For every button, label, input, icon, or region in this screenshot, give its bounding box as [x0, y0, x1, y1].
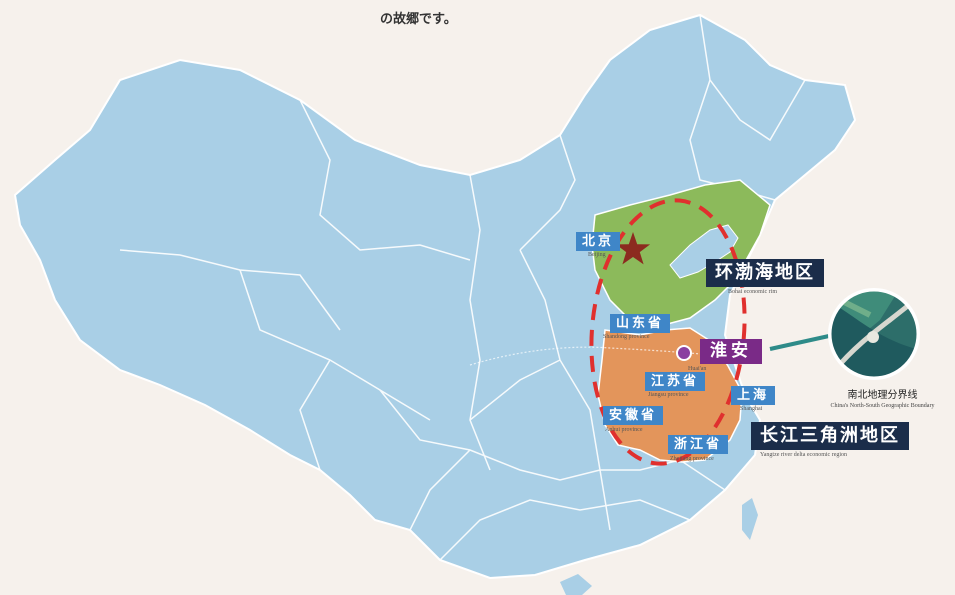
china-landmass	[13, 13, 857, 580]
shandong-sublabel: Shandong province	[603, 334, 650, 340]
photo-connector	[769, 332, 839, 351]
bohai-sea	[669, 224, 739, 279]
jiangsu-label: 江苏省	[645, 372, 706, 391]
boundary-caption-zh: 南北地理分界线	[847, 390, 918, 401]
huaian-sublabel: Huai'an	[688, 366, 707, 372]
boundary-caption: 南北地理分界线 China's North-South Geographic B…	[820, 386, 945, 409]
yangtze-delta-label: 长江三角洲地区	[751, 422, 909, 450]
shandong-label: 山东省	[610, 314, 671, 333]
top-caption: の故郷です。	[380, 12, 457, 27]
zhejiang-sublabel: Zhejiang province	[670, 456, 714, 462]
boundary-photo	[828, 288, 920, 380]
beijing-sublabel: Beijing	[588, 252, 606, 258]
huaian-label: 淮安	[700, 339, 762, 364]
zhejiang-label: 浙江省	[668, 435, 729, 454]
shanghai-sublabel: Shanghai	[740, 406, 763, 412]
shanghai-label: 上海	[731, 386, 776, 405]
hainan-island	[560, 574, 592, 595]
anhui-label: 安徽省	[603, 406, 664, 425]
beijing-label: 北京	[576, 232, 621, 251]
highlight-ring	[589, 198, 747, 466]
bohai-rim-label: 环渤海地区	[706, 259, 824, 287]
taiwan-island	[742, 498, 758, 540]
capital-star-icon	[615, 232, 651, 265]
yangtze-delta-sublabel: Yangtze river delta economic region	[760, 452, 848, 458]
boundary-caption-en: China's North-South Geographic Boundary	[830, 403, 935, 409]
huaian-marker-icon	[676, 345, 692, 361]
bohai-rim-sublabel: Bohai economic rim	[728, 289, 777, 295]
jiangsu-sublabel: Jiangsu province	[648, 392, 689, 398]
anhui-sublabel: Anhui province	[605, 427, 643, 433]
